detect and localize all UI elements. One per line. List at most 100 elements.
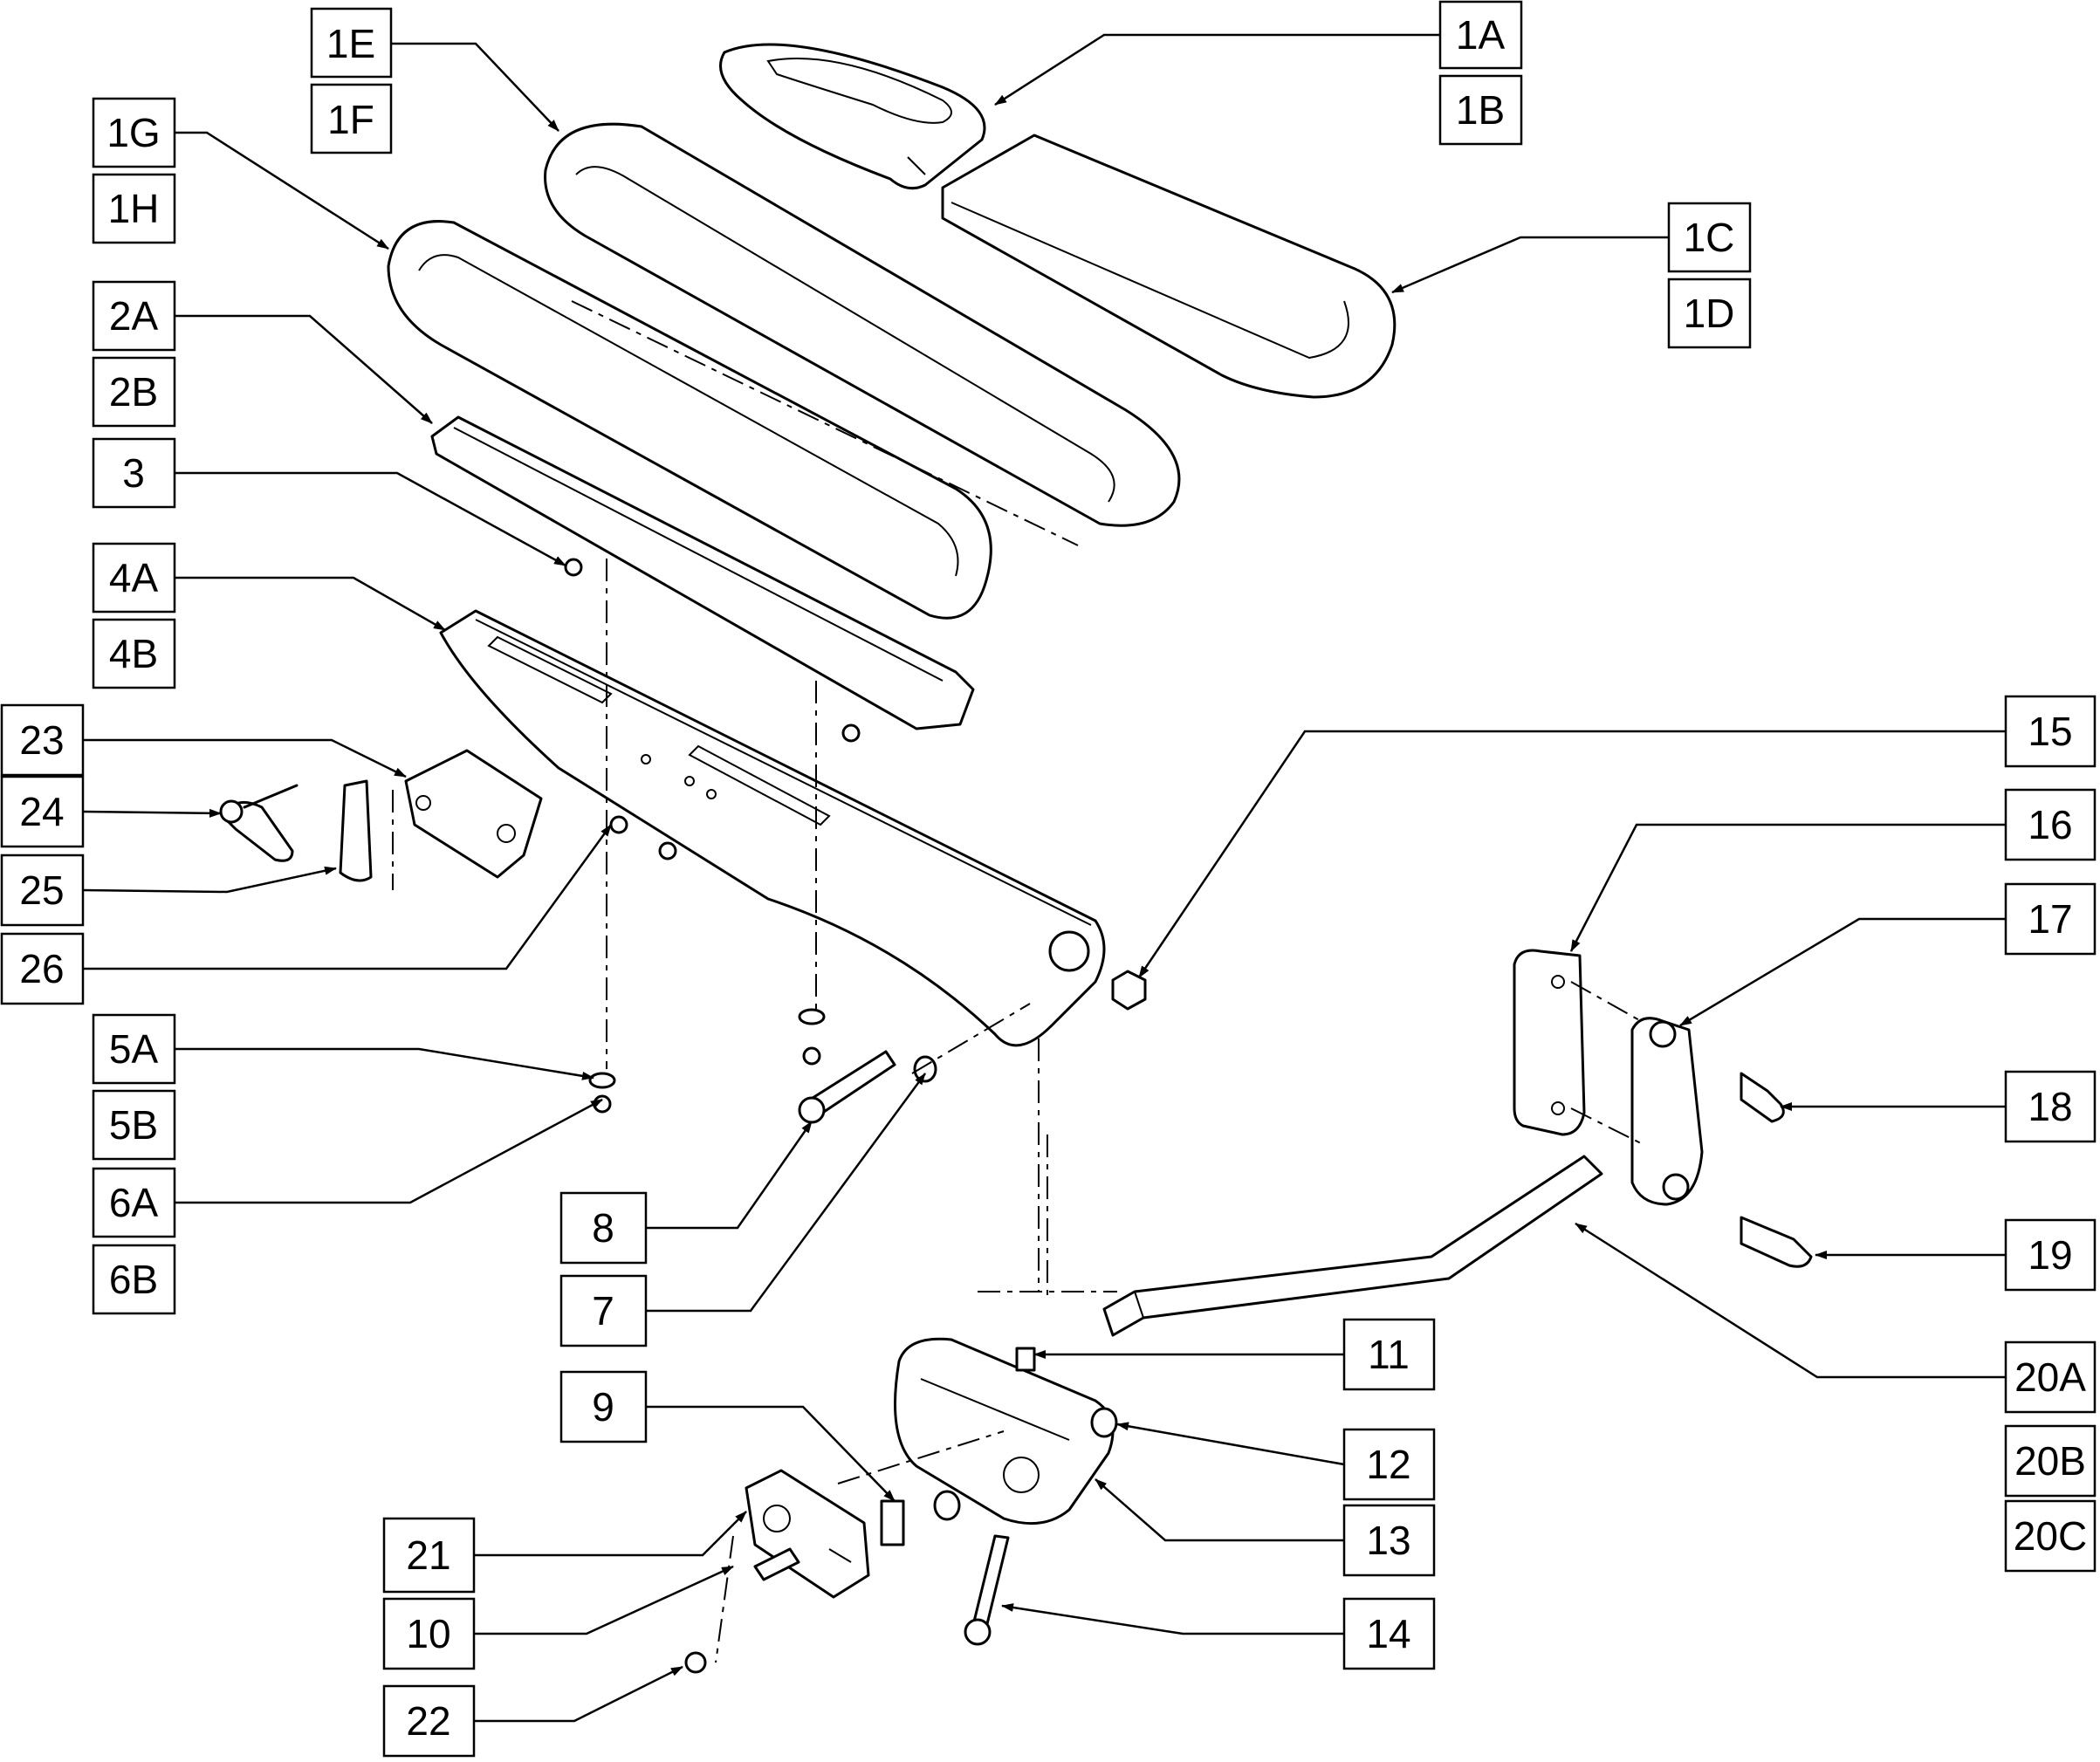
svg-text:22: 22 bbox=[406, 1698, 450, 1744]
callout-7: 7 bbox=[559, 1274, 648, 1347]
svg-text:5A: 5A bbox=[109, 1026, 159, 1072]
cap-screw-part bbox=[1740, 1072, 1813, 1268]
svg-text:3: 3 bbox=[122, 450, 145, 496]
callout-18: 18 bbox=[2004, 1070, 2097, 1143]
svg-text:20A: 20A bbox=[2014, 1354, 2086, 1400]
callout-13: 13 bbox=[1342, 1504, 1436, 1577]
svg-text:1A: 1A bbox=[1456, 12, 1506, 58]
callout-5a: 5A bbox=[92, 1013, 176, 1085]
svg-text:6B: 6B bbox=[109, 1257, 158, 1302]
middle-armpad-part bbox=[387, 220, 992, 620]
callout-4b: 4B bbox=[92, 618, 176, 689]
callout-20c: 20C bbox=[2004, 1499, 2097, 1573]
long-bolt-part bbox=[964, 1534, 1010, 1646]
callout-23: 23 bbox=[0, 703, 85, 777]
armpad-base-plate-part bbox=[430, 415, 975, 730]
svg-text:1D: 1D bbox=[1684, 291, 1735, 336]
callout-25: 25 bbox=[0, 854, 85, 927]
callout-26: 26 bbox=[0, 932, 85, 1005]
callout-1g: 1G bbox=[92, 97, 176, 168]
svg-text:16: 16 bbox=[2028, 802, 2072, 847]
callout-1b: 1B bbox=[1438, 74, 1523, 146]
mount-plate-part bbox=[1513, 949, 1586, 1136]
svg-text:23: 23 bbox=[19, 717, 64, 763]
callout-1d: 1D bbox=[1667, 278, 1752, 349]
callout-1c: 1C bbox=[1667, 202, 1752, 273]
svg-text:20B: 20B bbox=[2014, 1438, 2086, 1484]
callout-19: 19 bbox=[2004, 1218, 2097, 1292]
callout-11: 11 bbox=[1342, 1318, 1436, 1391]
right-armpad-part bbox=[941, 134, 1397, 399]
callout-15: 15 bbox=[2004, 695, 2097, 768]
callout-20b: 20B bbox=[2004, 1424, 2097, 1498]
callout-4a: 4A bbox=[92, 542, 176, 614]
callout-8: 8 bbox=[559, 1191, 648, 1265]
svg-text:1C: 1C bbox=[1684, 215, 1735, 260]
svg-text:2B: 2B bbox=[109, 369, 158, 415]
svg-text:1H: 1H bbox=[108, 186, 160, 231]
svg-text:1F: 1F bbox=[327, 97, 374, 142]
svg-text:14: 14 bbox=[1366, 1611, 1410, 1656]
arm-bracket-part bbox=[439, 609, 1106, 1047]
callout-1e: 1E bbox=[310, 7, 393, 79]
svg-text:21: 21 bbox=[406, 1532, 450, 1578]
callout-2a: 2A bbox=[92, 280, 176, 352]
callout-1a: 1A bbox=[1438, 0, 1523, 70]
leader-lines bbox=[82, 33, 2006, 1723]
assembly-center-lines bbox=[392, 300, 1642, 1663]
svg-text:1E: 1E bbox=[326, 21, 375, 66]
callout-16: 16 bbox=[2004, 788, 2097, 861]
svg-text:19: 19 bbox=[2028, 1232, 2072, 1278]
svg-text:4B: 4B bbox=[109, 631, 158, 676]
screw-part bbox=[564, 558, 861, 743]
svg-text:8: 8 bbox=[592, 1205, 614, 1251]
svg-text:1B: 1B bbox=[1456, 87, 1505, 133]
callout-24: 24 bbox=[0, 775, 85, 848]
callout-1f: 1F bbox=[310, 83, 393, 154]
svg-text:10: 10 bbox=[406, 1611, 450, 1656]
svg-text:1G: 1G bbox=[106, 110, 160, 155]
callout-20a: 20A bbox=[2004, 1340, 2097, 1414]
callout-9: 9 bbox=[559, 1370, 648, 1443]
svg-text:17: 17 bbox=[2028, 896, 2072, 942]
callout-12: 12 bbox=[1342, 1428, 1436, 1501]
svg-text:4A: 4A bbox=[109, 555, 159, 600]
svg-text:2A: 2A bbox=[109, 293, 159, 339]
clamp-block-part bbox=[404, 749, 543, 879]
callout-17: 17 bbox=[2004, 882, 2097, 956]
lever-part bbox=[219, 784, 299, 862]
support-tube-part bbox=[1102, 1155, 1603, 1337]
svg-text:5B: 5B bbox=[109, 1102, 158, 1148]
callout-10: 10 bbox=[382, 1597, 476, 1670]
spring-clip-part bbox=[339, 779, 373, 882]
callout-5b: 5B bbox=[92, 1089, 176, 1161]
callout-6b: 6B bbox=[92, 1244, 176, 1315]
callout-22: 22 bbox=[382, 1684, 476, 1758]
svg-text:6A: 6A bbox=[109, 1180, 159, 1225]
svg-text:15: 15 bbox=[2028, 709, 2072, 754]
callout-3: 3 bbox=[92, 437, 176, 509]
svg-text:9: 9 bbox=[592, 1384, 614, 1429]
side-bracket-part bbox=[1630, 1017, 1704, 1206]
receiver-block-part bbox=[894, 1337, 1118, 1525]
upper-armpad-part bbox=[544, 122, 1181, 527]
callout-6a: 6A bbox=[92, 1167, 176, 1238]
callout-21: 21 bbox=[382, 1517, 476, 1594]
callout-2b: 2B bbox=[92, 356, 176, 428]
clamp-part bbox=[745, 1469, 870, 1599]
nut-part bbox=[1111, 970, 1147, 1011]
svg-text:26: 26 bbox=[19, 946, 64, 991]
svg-text:18: 18 bbox=[2028, 1084, 2072, 1129]
washer-screw-part bbox=[588, 1008, 826, 1114]
svg-text:12: 12 bbox=[1366, 1442, 1410, 1487]
svg-text:25: 25 bbox=[19, 867, 64, 913]
svg-text:20C: 20C bbox=[2014, 1513, 2087, 1559]
svg-text:7: 7 bbox=[592, 1288, 614, 1333]
callout-14: 14 bbox=[1342, 1597, 1436, 1670]
armpad-loop-part bbox=[719, 43, 986, 190]
svg-text:24: 24 bbox=[19, 789, 64, 834]
svg-text:11: 11 bbox=[1368, 1332, 1410, 1377]
svg-text:13: 13 bbox=[1366, 1518, 1410, 1563]
